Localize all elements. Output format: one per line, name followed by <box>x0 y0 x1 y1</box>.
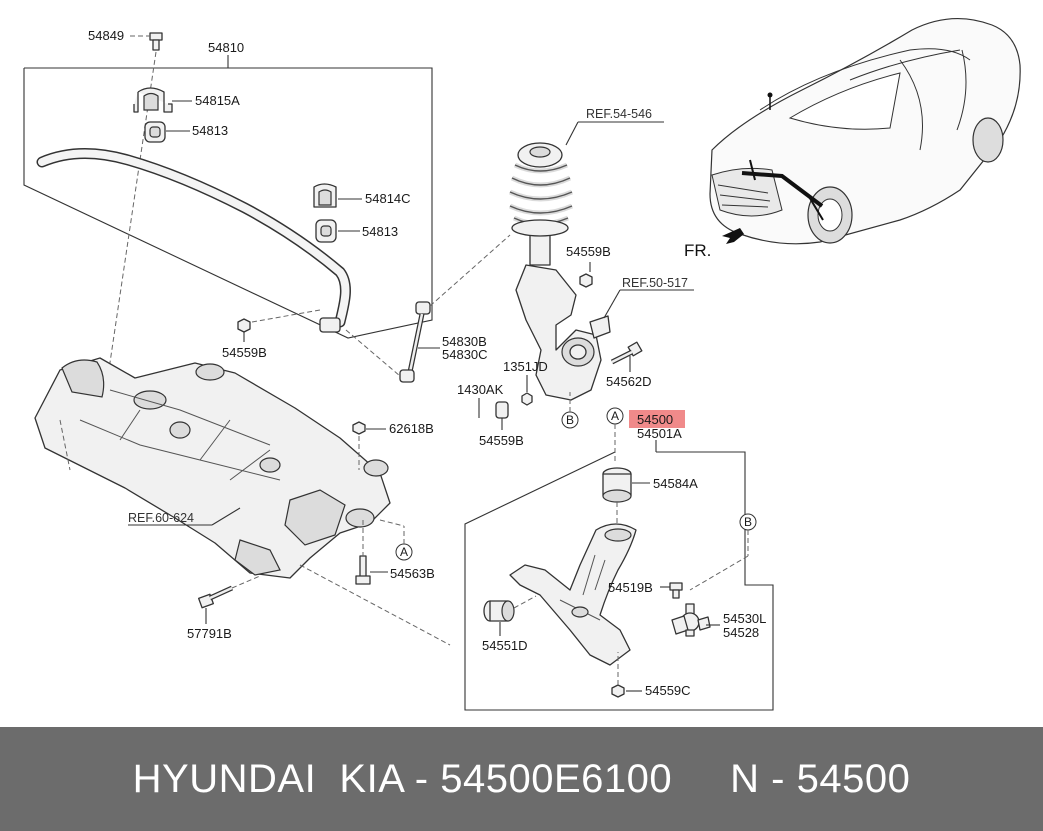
stabilizer-group-box <box>23 67 433 339</box>
part-number-text: HYUNDAI KIA - 54500E6100 N - 54500 <box>132 757 911 801</box>
label-57791B: 57791B <box>187 626 232 641</box>
label-54584A: 54584A <box>653 476 698 491</box>
highlight-54500 <box>629 410 685 428</box>
bolt-54563B-icon <box>355 555 371 585</box>
nut-54559C-icon <box>611 684 625 698</box>
label-54559B-left: 54559B <box>222 345 267 360</box>
label-54559B-strut: 54559B <box>566 244 611 259</box>
label-1430AK: 1430AK <box>457 382 504 397</box>
strut-assembly-icon <box>508 142 574 266</box>
bushing-54584A-icon <box>602 467 632 503</box>
bushing-bracket-54814C-icon <box>313 183 337 208</box>
label-54519B: 54519B <box>608 580 653 595</box>
label-54810: 54810 <box>208 40 244 55</box>
bushing-54813-icon <box>144 121 166 143</box>
nut-54559B-knuckle-icon <box>495 401 509 419</box>
bolt-54519B-icon <box>669 582 683 599</box>
label-54849: 54849 <box>88 28 124 43</box>
callout-B-arm-text: B <box>744 515 752 529</box>
bolt-57791B-icon <box>198 585 234 609</box>
label-54551D: 54551D <box>482 638 528 653</box>
lower-control-arm-icon <box>509 523 637 666</box>
label-54559C: 54559C <box>645 683 691 698</box>
front-direction-arrow-icon <box>722 228 744 244</box>
link-to-strut-dash <box>429 234 511 307</box>
stabilizer-bar-end-icon <box>319 317 341 333</box>
bolt-62618B-icon <box>352 421 366 435</box>
label-62618B: 62618B <box>389 421 434 436</box>
nut-54559B-strut-icon <box>579 273 593 288</box>
label-54530L: 54530L <box>723 611 766 626</box>
ref-50-517: REF.50-517 <box>622 276 688 290</box>
label-1351JD: 1351JD <box>503 359 548 374</box>
bushing-54551D-icon <box>483 600 515 622</box>
steering-knuckle-icon <box>515 264 611 401</box>
callout-A-arm-text: A <box>611 409 619 423</box>
label-54830C: 54830C <box>442 347 488 362</box>
nut-54559B-left-icon <box>237 318 251 333</box>
label-54813-upper: 54813 <box>192 123 228 138</box>
bushing-54813-lower-icon <box>315 219 337 243</box>
label-54500: 54500 <box>637 412 673 427</box>
label-fr: FR. <box>684 241 711 260</box>
lower-arm-group-box <box>464 451 774 711</box>
subframe-to-arm-dash <box>299 564 451 646</box>
exploded-parts-diagram: 54810 54849 54815A 54813 54814C 54813 54… <box>23 18 1021 711</box>
ref-60-624: REF.60-624 <box>128 511 194 525</box>
part-number-footer: HYUNDAI KIA - 54500E6100 N - 54500 <box>0 727 1043 831</box>
bolt-54849-icon <box>149 32 163 51</box>
label-54559B-knuckle: 54559B <box>479 433 524 448</box>
bolt-54562D-icon <box>610 341 643 365</box>
front-subframe-icon <box>34 357 391 579</box>
callout-A-subframe-text: A <box>400 545 408 559</box>
label-54813-lower: 54813 <box>362 224 398 239</box>
bushing-bracket-54815A-icon <box>133 87 173 113</box>
ref-54-546: REF.54-546 <box>586 107 652 121</box>
label-54563B: 54563B <box>390 566 435 581</box>
nut-1351JD-icon <box>521 392 533 406</box>
label-54501A: 54501A <box>637 426 682 441</box>
stabilizer-link-icon <box>399 301 431 383</box>
vehicle-location-view-icon <box>709 18 1021 245</box>
label-54830B: 54830B <box>442 334 487 349</box>
callout-B-knuckle-text: B <box>566 413 574 427</box>
label-54815A: 54815A <box>195 93 240 108</box>
label-54562D: 54562D <box>606 374 652 389</box>
ball-joint-icon <box>671 603 711 637</box>
label-54814C: 54814C <box>365 191 411 206</box>
label-54528: 54528 <box>723 625 759 640</box>
